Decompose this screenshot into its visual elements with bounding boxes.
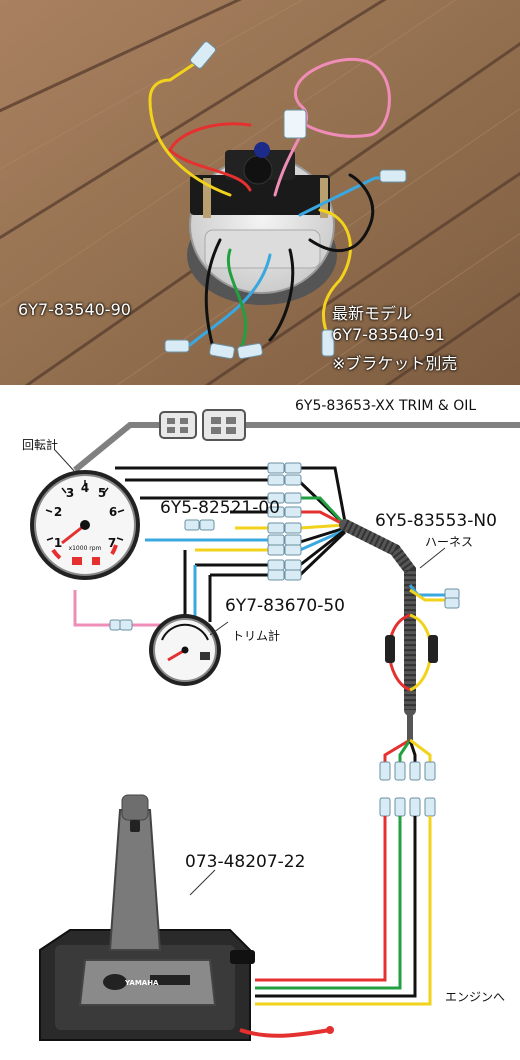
tacho-wires [73,466,347,632]
to-engine-label: エンジンへ [445,990,506,1004]
tacho-number-6: 6 [109,505,117,519]
trim-oil-cable [73,409,520,473]
tacho-harness-part-number: 6Y5-82521-00 [160,498,280,518]
tachometer [30,470,140,580]
trim-gauge-label: トリム計 [232,629,281,643]
remote-control-part-number: 073-48207-22 [185,852,306,872]
tacho-number-3: 3 [66,486,74,500]
bracket-note: ※ブラケット別売 [332,354,458,373]
part-number-new: 6Y7-83540-91 [332,325,445,344]
tacho-number-1: 1 [54,536,62,550]
tacho-unit: x1000 rpm [69,545,102,552]
harness-part-number: 6Y5-83553-N0 [375,511,497,531]
gauge-photo [0,0,520,390]
remote-control [39,794,334,1041]
trim-oil-connector-left [159,411,197,439]
part-number-current: 6Y7-83540-90 [18,300,131,319]
trim-oil-connector-right [202,409,246,441]
tacho-dial-numbers: 1 2 3 4 5 6 7 x1000 rpm [54,481,117,552]
trim-gauge [149,614,221,686]
trim-gauge-part-number: 6Y7-83670-50 [225,596,345,616]
gauge-body [187,142,337,305]
tacho-number-2: 2 [54,505,62,519]
tacho-number-5: 5 [98,486,106,500]
tachometer-label: 回転計 [22,438,59,452]
engine-wires [255,816,432,1006]
tacho-connectors [109,462,302,631]
trim-oil-label: 6Y5-83653-XX TRIM & OIL [295,398,477,414]
harness-label: ハーネス [425,535,474,549]
tacho-number-4: 4 [81,481,89,495]
yamaha-logo: YAMAHA [124,979,159,987]
harness [339,519,460,817]
new-model-label: 最新モデル [332,304,413,323]
wiring-diagram: 1 2 3 4 5 6 7 x1000 rpm [30,409,520,1041]
tacho-number-7: 7 [108,536,116,550]
